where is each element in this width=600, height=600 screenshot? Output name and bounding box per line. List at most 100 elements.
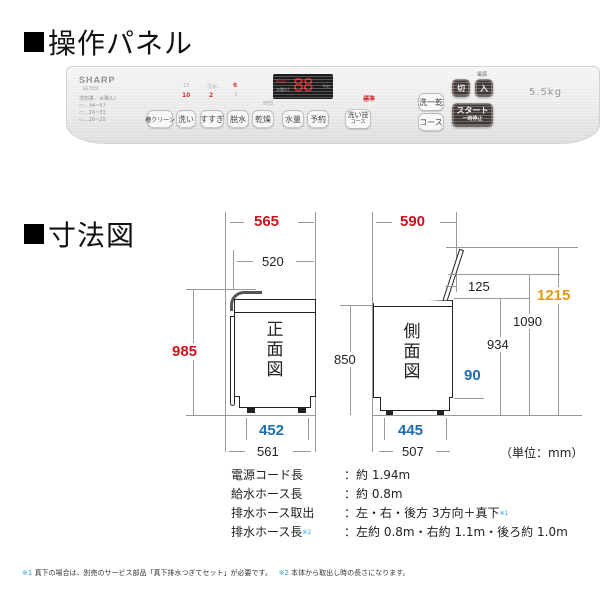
timer-button[interactable]: 予約: [307, 110, 329, 128]
dim-line: [230, 222, 244, 223]
footnotes: ※1 真下の場合は、別売のサービス部品「真下排水つぎてセット」が必要です。 ※2…: [22, 568, 409, 578]
spin-indicator: 3: [234, 92, 238, 98]
capacity-table: 洗剤量／水量(L) ▭…34~57 ▭…24~31 ▭…20~20: [79, 96, 116, 124]
front-width-total: 565: [254, 213, 280, 230]
start-pause-button[interactable]: スタート 一時停止: [452, 103, 493, 127]
guide-line: [225, 212, 226, 452]
water-level-button[interactable]: 水量: [282, 110, 304, 128]
guide-line: [454, 298, 530, 299]
spin-indicator-active: 6: [233, 82, 238, 89]
spec-row: 電源コード長 ： 約 1.94m: [231, 466, 568, 485]
spec-colon: ：: [344, 487, 357, 501]
guide-line: [340, 305, 376, 306]
footnote-text: 真下の場合は、別売のサービス部品「真下排水つぎてセット」が必要です。: [34, 569, 272, 577]
spec-row: 排水ホース取出 ： 左・右・後方 3方向＋真下※1: [231, 504, 568, 523]
display-digits: 88: [293, 75, 314, 96]
footnote-mark: ※1: [22, 569, 33, 577]
front-foot: [298, 408, 306, 413]
control-panel: SHARP ES-TX5F 洗剤量／水量(L) ▭…34~57 ▭…24~31 …: [66, 66, 600, 144]
dimension-title-text: 寸法図: [48, 219, 136, 252]
guide-line: [454, 398, 484, 399]
footnote-ref: ※1: [499, 510, 509, 517]
spec-list: 電源コード長 ： 約 1.94m 給水ホース長 ： 約 0.8m 排水ホース取出…: [231, 466, 568, 542]
side-height-lid-open: 1215: [537, 287, 571, 304]
dim-line: [436, 451, 450, 452]
dim-line: [379, 451, 393, 452]
side-lid-offset: 125: [468, 279, 490, 294]
guide-line: [308, 418, 309, 440]
spec-value: 約 0.8m: [356, 487, 403, 501]
guide-line: [186, 289, 256, 290]
wash-dry-button[interactable]: 洗一乾: [418, 93, 444, 111]
open-lid: [442, 248, 465, 304]
square-bullet-icon: [24, 224, 44, 244]
side-bottom-gap: 90: [464, 367, 481, 384]
guide-line: [384, 418, 385, 440]
dim-line: [229, 451, 245, 452]
footnote-text: 本体から取出し時の長さになります。: [291, 569, 410, 577]
front-base: [239, 396, 311, 408]
dim-line: [558, 247, 559, 415]
guide-line: [246, 418, 247, 440]
wash-indicator: 15: [183, 83, 190, 89]
rinse-indicator: 注水: [207, 84, 218, 90]
rinse-indicator-active: 2: [209, 92, 214, 99]
side-foot: [386, 411, 393, 415]
dim-line: [500, 298, 501, 415]
display-mode-label: Mode: [276, 79, 287, 84]
spec-key: 排水ホース取出: [231, 506, 315, 520]
spec-key: 給水ホース長: [231, 487, 303, 501]
spec-row: 給水ホース長 ： 約 0.8m: [231, 485, 568, 504]
tub-clean-button[interactable]: 槽クリーン: [145, 110, 175, 128]
guide-line: [372, 415, 582, 416]
spec-key: 電源コード長: [231, 468, 304, 482]
dim-line: [445, 286, 457, 287]
dry-button[interactable]: 乾燥: [252, 110, 274, 128]
spec-key: 排水ホース長※2: [231, 525, 312, 539]
guide-line: [446, 418, 447, 440]
side-height-934: 934: [487, 337, 509, 352]
spec-colon: ：: [344, 525, 357, 539]
power-label: 電源: [477, 72, 488, 78]
spec-colon: ：: [344, 468, 357, 482]
wash-indicator-active: 10: [182, 92, 191, 99]
display-reserve-label: 予約: [322, 84, 330, 89]
side-height-body: 850: [334, 352, 356, 367]
spin-button[interactable]: 脱水: [227, 110, 249, 128]
brand-logo: SHARP: [79, 75, 116, 85]
wash-course-button[interactable]: 洗い技 コース: [345, 109, 371, 129]
side-depth-total: 590: [400, 213, 426, 230]
spec-value: 左・右・後方 3方向＋真下※1: [356, 506, 509, 520]
dim-line: [293, 451, 311, 452]
side-body: [373, 306, 453, 398]
capacity-row: ▭…20~20: [79, 117, 106, 123]
panel-section-title: 操作パネル: [24, 22, 193, 62]
panel-title-text: 操作パネル: [48, 27, 194, 60]
dimension-section-title: 寸法図: [24, 214, 135, 254]
display-water-label: 水量(L): [276, 87, 290, 92]
wash-button[interactable]: 洗い: [176, 110, 196, 128]
side-height-1090: 1090: [513, 314, 542, 329]
side-base: [380, 397, 450, 411]
spec-row: 排水ホース長※2 ： 左約 0.8m・右約 1.1m・後ろ約 1.0m: [231, 523, 568, 542]
side-base-inner: 445: [398, 422, 424, 439]
front-height-total: 985: [172, 343, 198, 360]
rinse-button[interactable]: すすぎ: [200, 110, 224, 128]
spec-colon: ：: [344, 506, 357, 520]
side-foot: [437, 411, 444, 415]
selected-mode-indicator: 標準: [363, 96, 376, 103]
power-off-button[interactable]: 切: [452, 79, 470, 97]
guide-line: [446, 247, 578, 248]
unit-label: （単位：mm）: [500, 446, 584, 460]
dim-line: [237, 261, 253, 262]
footnote-ref: ※2: [302, 529, 312, 536]
guide-line: [448, 274, 560, 275]
power-on-button[interactable]: 入: [475, 79, 493, 97]
dim-line: [298, 222, 314, 223]
top-edge: [235, 312, 315, 313]
spec-value: 左約 0.8m・右約 1.1m・後ろ約 1.0m: [356, 525, 568, 539]
model-number: ES-TX5F: [83, 86, 100, 91]
guide-line: [372, 212, 373, 452]
spec-value: 約 1.94m: [356, 468, 411, 482]
course-button[interactable]: コース: [418, 113, 444, 131]
